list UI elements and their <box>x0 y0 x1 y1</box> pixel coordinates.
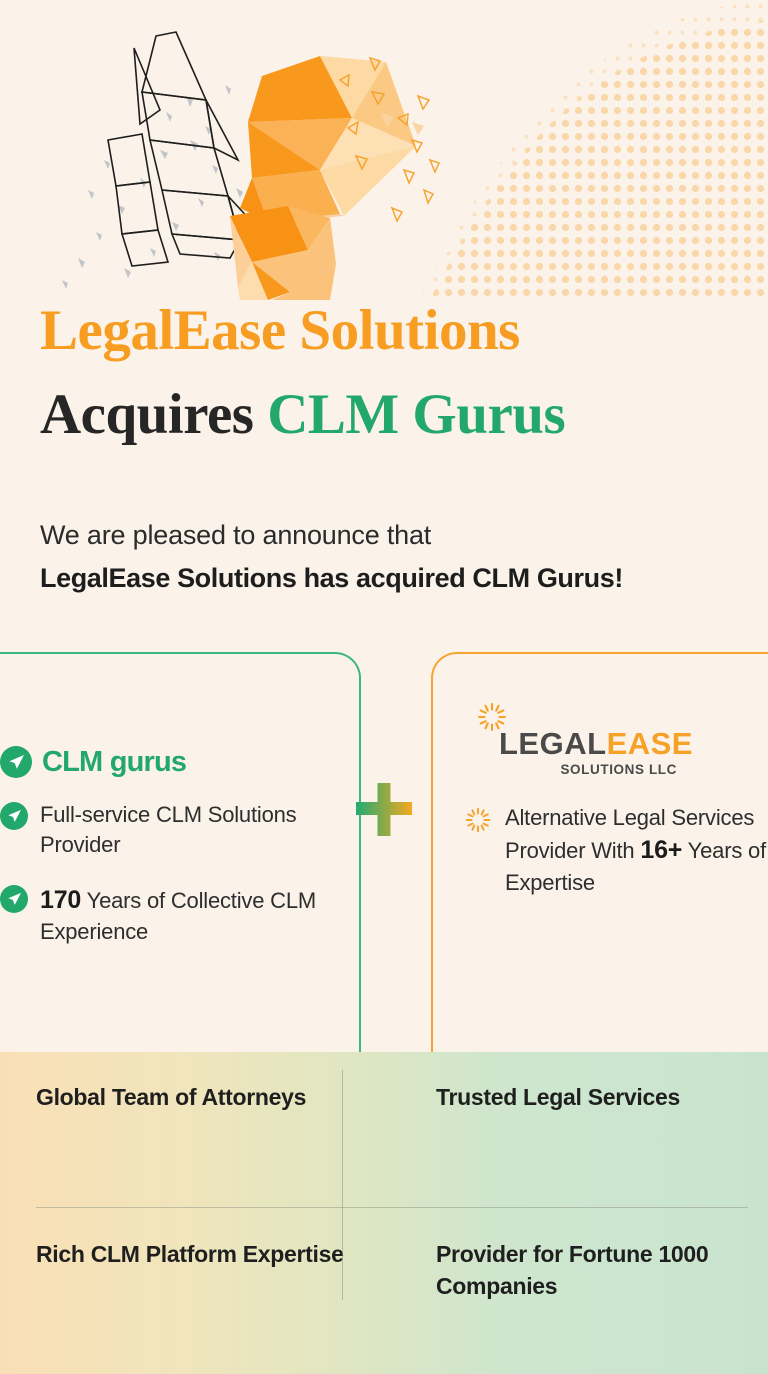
paper-plane-circle-icon <box>0 802 28 830</box>
clm-bullet-2-highlight: 170 <box>40 885 82 914</box>
legalease-bullet-pre: Alternative Legal Services Provider With <box>505 805 755 864</box>
clm-gurus-logo-text: CLM gurus <box>42 745 187 778</box>
legalease-logo-text-1: LEGAL <box>499 726 607 761</box>
sunburst-icon <box>477 702 507 732</box>
paper-plane-circle-icon <box>0 746 32 778</box>
low-poly-diamond-graphic <box>0 0 768 300</box>
clm-bullet-2-text: 170 Years of Collective CLM Experience <box>40 883 330 948</box>
subtitle-line-1: We are pleased to announce that <box>40 520 432 550</box>
highlights-section: Global Team of Attorneys Trusted Legal S… <box>0 1052 768 1374</box>
legalease-card: LEGALEASE SOLUTIONS LLC <box>431 652 768 1052</box>
legalease-logo-text: LEGALEASE <box>499 728 768 759</box>
clm-bullet-1-text: Full-service CLM Solutions Provider <box>40 802 297 858</box>
highlights-horizontal-divider <box>36 1207 748 1208</box>
clm-gurus-logo-text-2: gurus <box>109 745 187 778</box>
headline-clm-gurus: CLM Gurus <box>267 382 566 446</box>
headline-acquires: Acquires <box>40 382 268 446</box>
legalease-logo: LEGALEASE SOLUTIONS LLC <box>465 702 768 777</box>
highlight-item-1: Global Team of Attorneys <box>36 1084 307 1110</box>
headline-block: LegalEase Solutions Acquires CLM Gurus <box>40 300 740 445</box>
legalease-bullet-1: Alternative Legal Services Provider With… <box>465 803 768 898</box>
legalease-logo-subtitle: SOLUTIONS LLC <box>560 762 677 777</box>
clm-bullet-2: 170 Years of Collective CLM Experience <box>0 883 330 948</box>
legalease-bullet-1-text: Alternative Legal Services Provider With… <box>505 803 768 898</box>
highlight-item-3: Rich CLM Platform Expertise <box>36 1241 344 1267</box>
clm-bullet-1: Full-service CLM Solutions Provider <box>0 800 330 861</box>
clm-bullet-2-rest: Years of Collective CLM Experience <box>40 887 316 945</box>
clm-gurus-card: CLM gurus Full-service CLM Solutions Pro… <box>0 652 361 1052</box>
highlight-item-4: Provider for Fortune 1000 Companies <box>436 1241 709 1299</box>
clm-gurus-logo-text-1: CLM <box>42 745 103 778</box>
highlights-grid: Global Team of Attorneys Trusted Legal S… <box>36 1080 748 1346</box>
headline-line-1: LegalEase Solutions <box>40 299 520 362</box>
legalease-bullet-post: Years of Expertise <box>505 838 766 895</box>
clm-gurus-logo: CLM gurus <box>0 746 330 778</box>
legalease-bullet-highlight: 16+ <box>640 836 683 865</box>
comparison-section: CLM gurus Full-service CLM Solutions Pro… <box>0 652 768 1052</box>
legalease-logo-text-2: EASE <box>606 726 693 761</box>
plus-icon <box>356 783 412 836</box>
headline-line-2: Acquires CLM Gurus <box>40 382 740 446</box>
highlight-item-2: Trusted Legal Services <box>436 1084 680 1110</box>
paper-plane-circle-icon <box>0 884 28 913</box>
hero-graphic <box>0 0 768 300</box>
plus-badge <box>355 780 413 838</box>
sunburst-icon <box>465 807 491 833</box>
highlights-vertical-divider <box>342 1070 343 1300</box>
subtitle-line-2: LegalEase Solutions has acquired CLM Gur… <box>40 562 623 593</box>
subtitle-block: We are pleased to announce that LegalEas… <box>40 518 750 595</box>
